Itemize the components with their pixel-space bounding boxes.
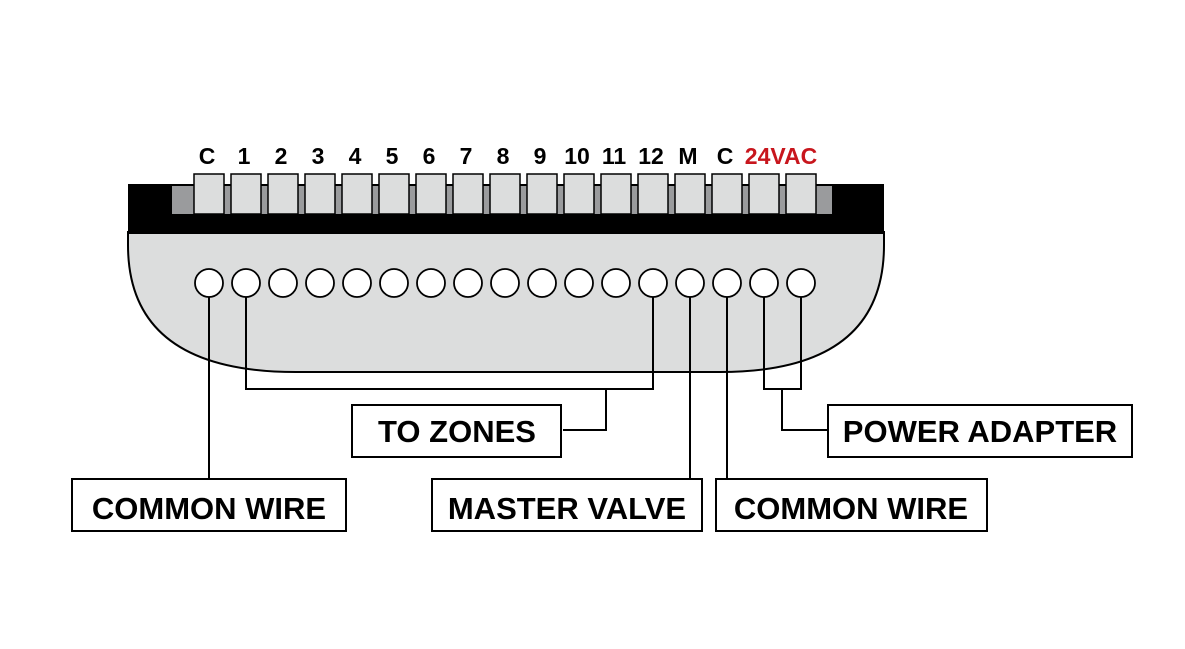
screw-hole	[379, 268, 409, 298]
terminal-label: 7	[460, 143, 473, 169]
terminal-label: C	[717, 143, 734, 169]
terminal-blocks	[193, 173, 817, 215]
callout-master-valve: MASTER VALVE	[431, 478, 703, 532]
terminal-label: 12	[638, 143, 664, 169]
to-zones-leader	[563, 389, 607, 431]
to-zones-label: TO ZONES	[378, 414, 536, 449]
terminal-block	[230, 173, 262, 215]
terminal-label: 1	[238, 143, 251, 169]
terminal-label: 2	[275, 143, 288, 169]
terminal-label: 9	[534, 143, 547, 169]
screw-hole	[305, 268, 335, 298]
common-wire-left-label: COMMON WIRE	[92, 491, 326, 526]
screw-hole	[453, 268, 483, 298]
screw-hole	[527, 268, 557, 298]
common-wire-right-label: COMMON WIRE	[734, 491, 968, 526]
terminal-label-24vac: 24VAC	[745, 143, 817, 169]
terminal-block	[748, 173, 780, 215]
terminal-label: 4	[349, 143, 362, 169]
power-adapter-leader	[781, 389, 828, 431]
terminal-label: 10	[564, 143, 590, 169]
screw-hole	[712, 268, 742, 298]
screw-hole	[342, 268, 372, 298]
terminal-label: M	[678, 143, 697, 169]
terminal-block	[267, 173, 299, 215]
screw-hole	[231, 268, 261, 298]
terminal-label: 8	[497, 143, 510, 169]
screw-hole	[564, 268, 594, 298]
terminal-block	[452, 173, 484, 215]
zones-bus-line	[245, 297, 654, 390]
wires	[208, 297, 828, 478]
screw-hole	[749, 268, 779, 298]
terminal-block	[341, 173, 373, 215]
terminal-block	[563, 173, 595, 215]
terminal-block	[637, 173, 669, 215]
terminal-block	[526, 173, 558, 215]
terminal-block	[378, 173, 410, 215]
terminal-label: C	[199, 143, 216, 169]
terminal-block	[415, 173, 447, 215]
terminal-block	[600, 173, 632, 215]
callout-power-adapter: POWER ADAPTER	[827, 404, 1133, 458]
terminal-block	[304, 173, 336, 215]
callout-common-wire-left: COMMON WIRE	[71, 478, 347, 532]
terminal-label: 6	[423, 143, 436, 169]
screw-hole	[786, 268, 816, 298]
terminal-label: 3	[312, 143, 325, 169]
screw-holes	[194, 268, 816, 298]
terminal-block	[711, 173, 743, 215]
terminal-label: 11	[602, 143, 627, 169]
controller-housing	[127, 231, 885, 373]
screw-hole	[268, 268, 298, 298]
terminal-block	[785, 173, 817, 215]
master-valve-label: MASTER VALVE	[448, 491, 686, 526]
screw-hole	[194, 268, 224, 298]
callout-common-wire-right: COMMON WIRE	[715, 478, 988, 532]
terminal-label: 5	[386, 143, 399, 169]
callout-to-zones: TO ZONES	[351, 404, 562, 458]
terminal-block	[193, 173, 225, 215]
terminal-block	[674, 173, 706, 215]
screw-hole	[416, 268, 446, 298]
screw-hole	[638, 268, 668, 298]
screw-hole	[675, 268, 705, 298]
screw-hole	[490, 268, 520, 298]
screw-hole	[601, 268, 631, 298]
power-adapter-label: POWER ADAPTER	[843, 414, 1117, 449]
terminal-block	[489, 173, 521, 215]
